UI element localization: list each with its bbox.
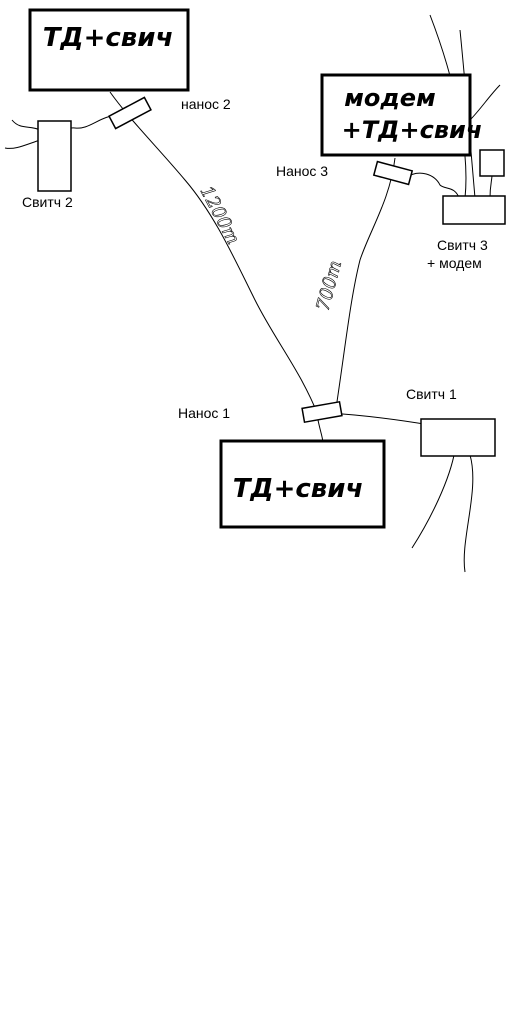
- label-nanos2: нанос 2: [181, 96, 231, 112]
- switch-3: [442, 195, 506, 225]
- link-nanos1-to-switch1: [329, 412, 431, 426]
- box-top-left-label: ТД+свич: [43, 23, 174, 53]
- cable-switch1-a: [411, 449, 456, 549]
- link-nanos3-to-nanos1: [334, 157, 396, 416]
- label-nanos1: Нанос 1: [178, 405, 230, 421]
- box-modem: [320, 73, 472, 157]
- link-nanos1-to-box: [317, 419, 324, 443]
- nanos-1: [301, 400, 343, 424]
- label-switch3-line2: + модем: [427, 255, 482, 271]
- box-top-left: [28, 8, 190, 92]
- distance-right-link: 700m: [313, 258, 347, 313]
- switch-3-modem: [479, 149, 505, 177]
- label-switch2: Свитч 2: [22, 194, 73, 210]
- box-bottom: [219, 439, 386, 529]
- label-switch1: Свитч 1: [406, 386, 457, 402]
- switch-2: [37, 120, 72, 192]
- box-modem-label-2: +ТД+свич: [342, 116, 483, 144]
- switch-1: [420, 418, 496, 457]
- label-nanos3: Нанос 3: [276, 163, 328, 179]
- link-nanos2-to-nanos1: [109, 91, 319, 416]
- link-nanos3-to-switch3: [404, 172, 461, 201]
- label-switch3-line1: Свитч 3: [437, 237, 488, 253]
- box-modem-label-1: модем: [344, 84, 435, 112]
- cable-modem-right: [469, 84, 501, 121]
- nanos-2: [108, 96, 152, 130]
- distance-left-link: 1200m: [196, 182, 244, 247]
- cable-switch3-up-3: [489, 174, 493, 199]
- box-bottom-label: ТД+свич: [233, 474, 364, 504]
- cable-switch2-left: [4, 119, 41, 149]
- nanos-3: [372, 160, 414, 186]
- cable-switch1-b: [463, 454, 474, 573]
